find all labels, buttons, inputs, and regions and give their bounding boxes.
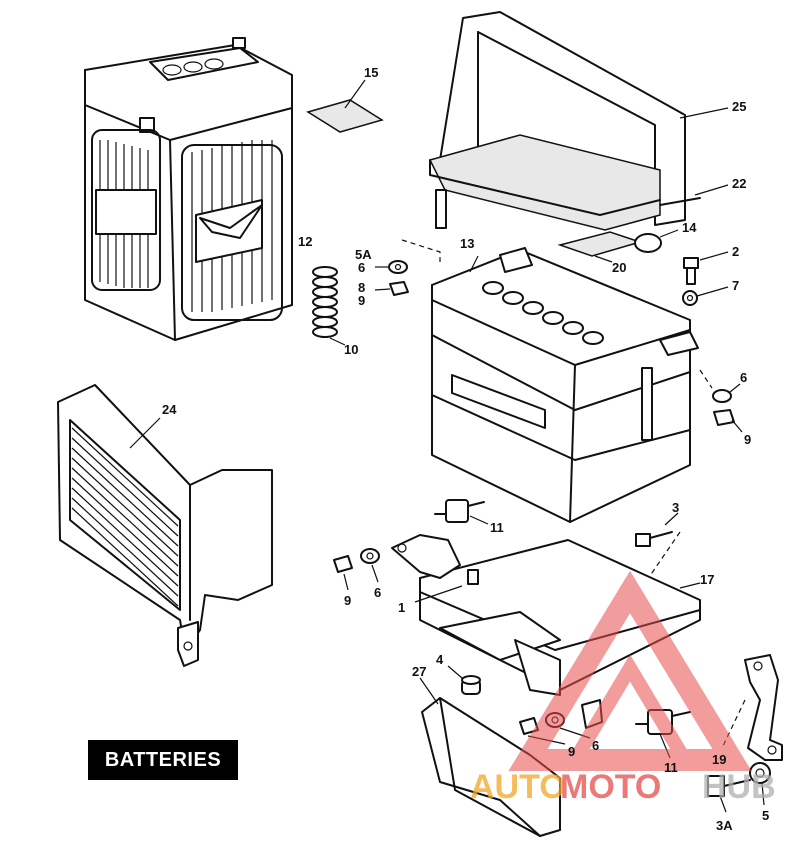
diagram-caption: BATTERIES	[88, 740, 238, 780]
label-4: 4	[436, 652, 444, 667]
bracket-19	[721, 654, 783, 761]
label-9-lower: 9	[568, 744, 575, 759]
label-6-left: 6	[374, 585, 381, 600]
label-9-upper: 9	[358, 293, 365, 308]
washer-nut-upper	[374, 239, 441, 296]
watermark-hub: HUB	[702, 768, 776, 806]
label-2: 2	[732, 244, 739, 259]
label-8: 8	[358, 280, 365, 295]
cap-14	[634, 229, 679, 253]
label-3: 3	[672, 500, 679, 515]
label-9-left: 9	[344, 593, 351, 608]
label-11-upper: 11	[490, 520, 504, 535]
battery-12	[84, 37, 293, 341]
part-labels: 12 15 25 22 14 20 13 2 7 5A 6 8 9 10 6 9…	[162, 65, 769, 833]
spacer-4	[447, 665, 481, 695]
label-3A: 3A	[716, 818, 733, 833]
pad-20	[557, 231, 643, 263]
lower-cover-27	[419, 677, 561, 837]
label-25: 25	[732, 99, 746, 114]
label-strip-15	[306, 79, 384, 133]
label-14: 14	[682, 220, 697, 235]
washer-nut-right	[699, 369, 743, 433]
watermark-auto: AUTO	[470, 768, 566, 806]
label-19: 19	[712, 752, 726, 767]
washer-7	[682, 286, 729, 306]
bolt-3A-washer-5	[707, 762, 771, 813]
label-5A: 5A	[355, 247, 372, 262]
cover-22	[428, 134, 729, 231]
side-cover-24	[57, 384, 273, 667]
watermark-moto: MOTO	[560, 768, 661, 806]
bolt-2	[683, 251, 729, 285]
watermark-text: AUTO MOTO HUB	[470, 768, 776, 806]
label-5: 5	[762, 808, 769, 823]
label-12: 12	[298, 234, 312, 249]
label-6-upper: 6	[358, 260, 365, 275]
label-9-right: 9	[744, 432, 751, 447]
label-22: 22	[732, 176, 746, 191]
label-6-right: 6	[740, 370, 747, 385]
label-13: 13	[460, 236, 474, 251]
label-10: 10	[344, 342, 358, 357]
label-7: 7	[732, 278, 739, 293]
label-15: 15	[364, 65, 378, 80]
label-24: 24	[162, 402, 177, 417]
label-6-lower: 6	[592, 738, 599, 753]
label-1: 1	[398, 600, 405, 615]
label-11-lower: 11	[664, 760, 678, 775]
label-27: 27	[412, 664, 426, 679]
battery-13	[431, 247, 699, 523]
spring-10	[312, 266, 346, 346]
washer-nut-left	[333, 548, 380, 591]
mount-11-upper	[434, 499, 489, 525]
watermark-logo	[508, 570, 752, 771]
label-20: 20	[612, 260, 626, 275]
label-17: 17	[700, 572, 714, 587]
